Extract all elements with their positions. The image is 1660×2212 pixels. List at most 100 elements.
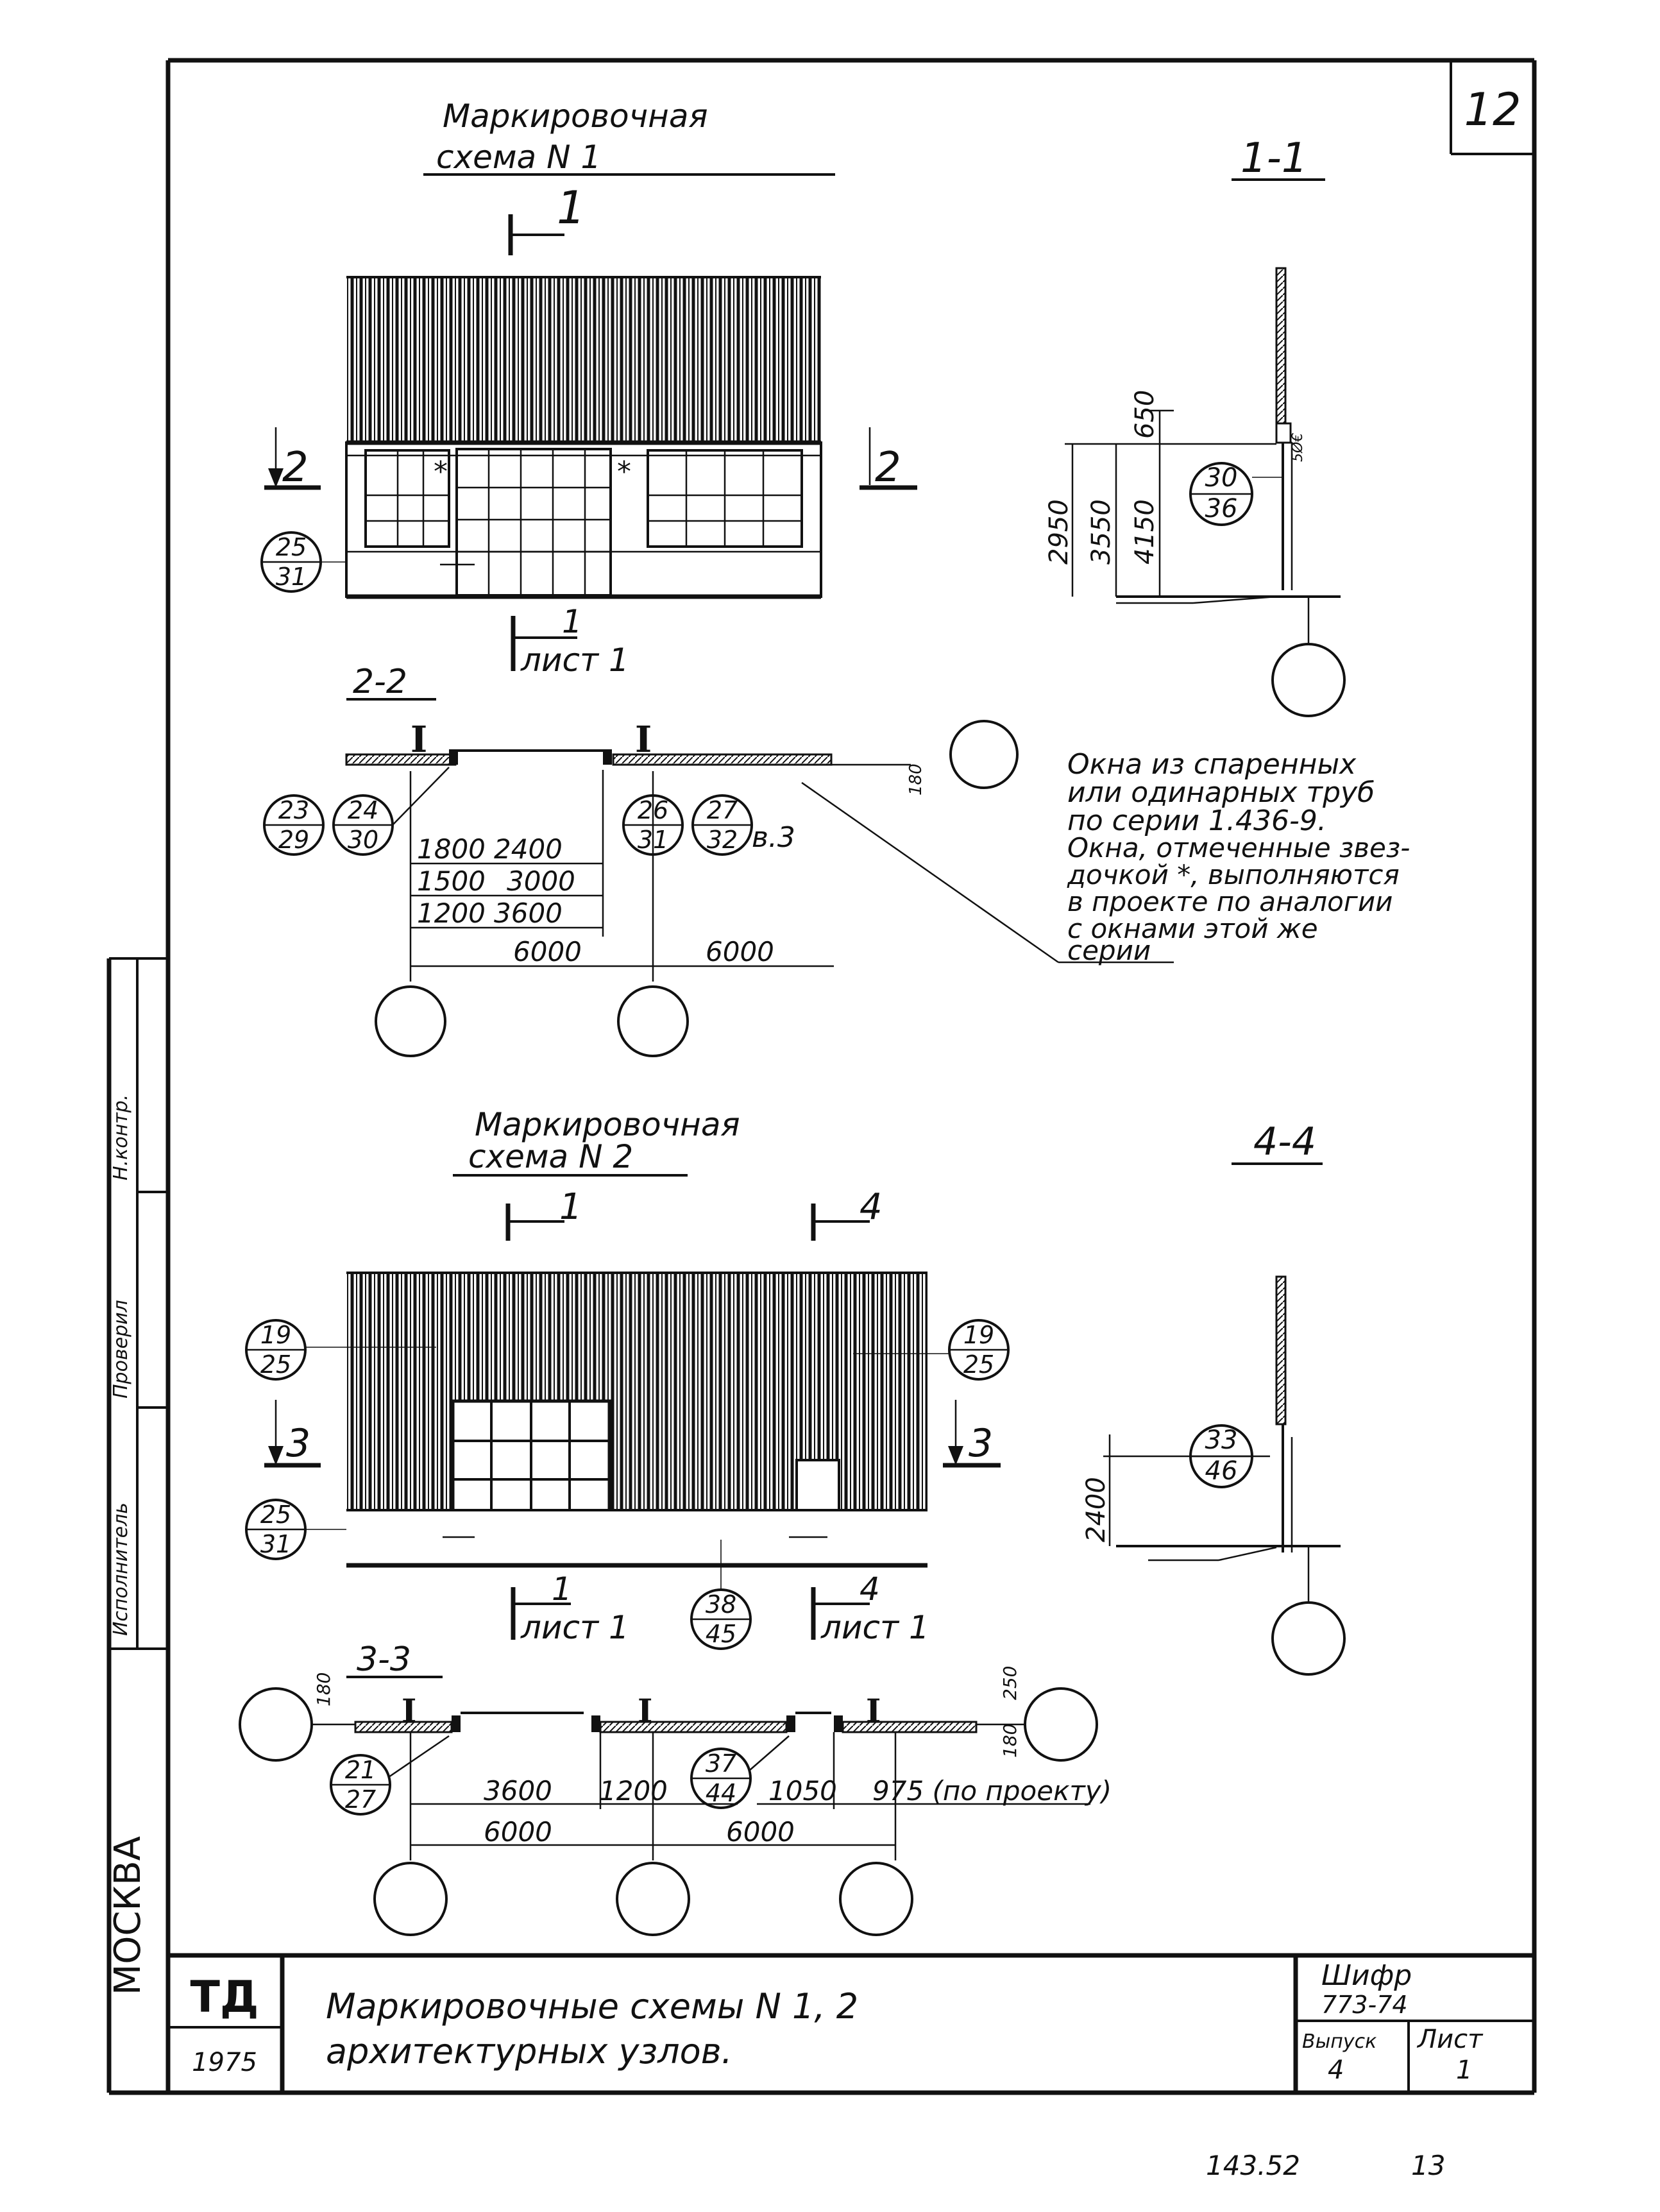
svg-text:45: 45 bbox=[706, 1620, 736, 1648]
scheme1-wall bbox=[346, 277, 821, 443]
column-left: I bbox=[411, 719, 427, 761]
cut-1-bottom-marker-2: 1 лист 1 bbox=[511, 1570, 629, 1646]
cut-1-bottom-marker: 1 лист 1 bbox=[511, 603, 629, 679]
cut-2-left-label: 2 bbox=[282, 444, 309, 491]
stamp-control: Н.контр. bbox=[110, 1094, 132, 1180]
cut-3-left-marker: 3 bbox=[264, 1400, 321, 1468]
svg-text:3: 3 bbox=[969, 1421, 993, 1466]
footer-right: 13 bbox=[1411, 2150, 1445, 2181]
axis-bubble-3-3-left bbox=[239, 1687, 313, 1762]
axis-bubble-1-1 bbox=[1271, 643, 1346, 717]
sheet-value: 1 bbox=[1456, 2055, 1472, 2085]
org-logo: ТД bbox=[191, 1972, 259, 2023]
asterisk-left: * bbox=[434, 455, 448, 488]
svg-text:25: 25 bbox=[276, 533, 307, 561]
svg-text:в проекте по аналогии: в проекте по аналогии bbox=[1067, 886, 1393, 917]
section-3-3-plan: I I I bbox=[312, 1692, 1025, 1733]
svg-text:1200: 1200 bbox=[599, 1775, 668, 1807]
svg-text:серии: серии bbox=[1067, 935, 1151, 966]
svg-text:2400: 2400 bbox=[494, 833, 563, 865]
svg-text:1: 1 bbox=[559, 1186, 582, 1228]
section-3-3-title: 3-3 bbox=[357, 1640, 411, 1679]
axis-bubble-right bbox=[617, 985, 689, 1057]
svg-text:25: 25 bbox=[963, 1350, 994, 1379]
svg-text:24: 24 bbox=[348, 796, 378, 824]
note-ref-v3: в.3 bbox=[752, 821, 795, 854]
axis-bubble-4-4 bbox=[1271, 1601, 1346, 1676]
svg-text:3600: 3600 bbox=[494, 898, 563, 929]
axis-bubble-3-3-right bbox=[1024, 1687, 1098, 1762]
cut-1-bottom-label: 1 bbox=[562, 603, 582, 640]
svg-text:4: 4 bbox=[860, 1570, 880, 1608]
svg-text:25: 25 bbox=[260, 1501, 291, 1529]
stamp-checked: Проверил bbox=[110, 1300, 132, 1399]
svg-text:250: 250 bbox=[999, 1666, 1021, 1700]
node-38-45: 38 45 bbox=[690, 1540, 752, 1650]
svg-text:лист 1: лист 1 bbox=[820, 1609, 929, 1646]
drawing-title-line2: архитектурных узлов. bbox=[326, 2031, 733, 2072]
svg-text:1500: 1500 bbox=[417, 865, 486, 897]
svg-text:27: 27 bbox=[707, 796, 738, 824]
cut-1-top-marker: 1 bbox=[508, 182, 586, 255]
node-25-31: 25 31 bbox=[260, 531, 346, 593]
svg-text:2950: 2950 bbox=[1044, 499, 1074, 565]
svg-text:25: 25 bbox=[260, 1350, 291, 1379]
cut-3-right-marker: 3 bbox=[943, 1400, 1001, 1468]
svg-text:19: 19 bbox=[260, 1321, 291, 1349]
svg-text:23: 23 bbox=[278, 796, 309, 824]
section-3-3: 3-3 180 250 180 I I I 21 27 bbox=[239, 1640, 1112, 1936]
footer-left: 143.52 bbox=[1206, 2150, 1300, 2181]
axis-bubble-2-2 bbox=[949, 720, 1019, 789]
axis-bubble-left bbox=[375, 985, 446, 1057]
scheme1-window-left bbox=[364, 449, 450, 548]
side-stamp: Исполнитель Проверил Н.контр. МОСКВА bbox=[107, 957, 168, 1995]
note-block: Окна из спаренных или одинарных труб по … bbox=[1067, 748, 1410, 966]
svg-text:3550: 3550 bbox=[1087, 499, 1116, 565]
section-3-3-dimensions: 3600 1200 1050 975 (по проекту) 6000 600… bbox=[409, 1732, 1112, 1860]
section-4-4-title: 4-4 bbox=[1253, 1119, 1316, 1164]
cipher-label: Шифр bbox=[1321, 1959, 1412, 1992]
stamp-executor: Исполнитель bbox=[110, 1502, 132, 1636]
svg-text:1200: 1200 bbox=[417, 898, 486, 929]
svg-text:3: 3 bbox=[286, 1421, 310, 1466]
section-2-2-title: 2-2 bbox=[353, 663, 407, 701]
svg-text:1: 1 bbox=[552, 1570, 572, 1608]
cut-1-bottom-sheet: лист 1 bbox=[520, 642, 629, 679]
offset-dim-180: 180 bbox=[906, 763, 926, 795]
cipher-value: 773-74 bbox=[1321, 1991, 1408, 2019]
svg-text:I: I bbox=[402, 1692, 416, 1730]
svg-text:6000: 6000 bbox=[484, 1816, 552, 1848]
svg-text:29: 29 bbox=[278, 826, 309, 854]
node-25-31-scheme2: 25 31 bbox=[245, 1499, 346, 1560]
section-1-1-title: 1-1 bbox=[1241, 135, 1308, 182]
svg-text:лист 1: лист 1 bbox=[520, 1609, 629, 1646]
svg-text:или одинарных труб: или одинарных труб bbox=[1067, 776, 1375, 809]
cut-2-left-marker: 2 bbox=[264, 427, 321, 491]
column-right: I bbox=[635, 719, 652, 761]
svg-text:с окнами этой же: с окнами этой же bbox=[1067, 913, 1318, 944]
svg-text:21: 21 bbox=[345, 1756, 376, 1784]
section-1-1-dimensions: 650 2950 3550 4150 bbox=[1044, 390, 1276, 597]
svg-text:37: 37 bbox=[706, 1749, 736, 1778]
scheme-1: Маркировочная схема N 1 1 * bbox=[260, 98, 917, 679]
cut-4-bottom-marker: 4 лист 1 bbox=[811, 1570, 929, 1646]
node-21-27: 21 27 bbox=[330, 1735, 450, 1816]
svg-text:46: 46 bbox=[1205, 1456, 1238, 1486]
svg-text:33: 33 bbox=[1205, 1425, 1238, 1455]
sheet-number: 12 bbox=[1464, 83, 1521, 136]
node-24-30: 24 30 bbox=[332, 794, 394, 856]
cut-4-top-marker: 4 bbox=[811, 1186, 883, 1241]
node-19-25-right: 19 25 bbox=[853, 1319, 1010, 1381]
section-2-2: 2-2 I I 180 23 29 24 30 bbox=[263, 663, 1174, 1057]
node-19-25-left: 19 25 bbox=[245, 1319, 436, 1381]
scheme2-wall bbox=[346, 1273, 927, 1510]
svg-text:2400: 2400 bbox=[1081, 1477, 1111, 1542]
svg-text:650: 650 bbox=[1130, 390, 1160, 439]
svg-text:1800: 1800 bbox=[417, 833, 486, 865]
svg-text:6000: 6000 bbox=[726, 1816, 795, 1848]
axis-bubble-b bbox=[616, 1862, 690, 1936]
svg-text:3000: 3000 bbox=[507, 865, 575, 897]
svg-text:27: 27 bbox=[345, 1785, 376, 1814]
node-27-32: 27 32 bbox=[691, 794, 753, 856]
node-33-46: 33 46 bbox=[1189, 1424, 1253, 1488]
